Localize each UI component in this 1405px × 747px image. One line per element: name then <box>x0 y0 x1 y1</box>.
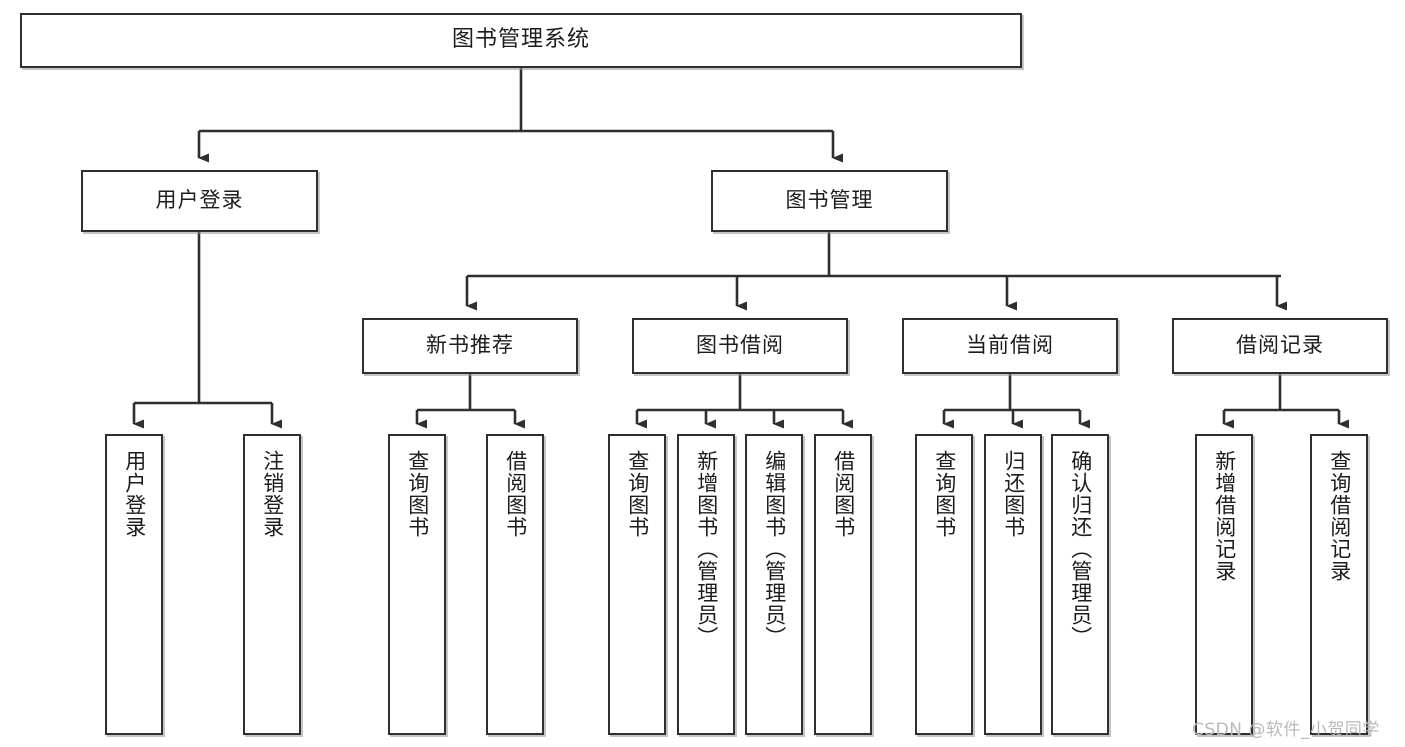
node-label: 图书管理系统 <box>451 27 590 53</box>
leaf-confirm-return-admin[interactable]: 确认归还（管理员） <box>1051 434 1109 735</box>
node-label: 借阅图书 <box>503 450 528 538</box>
leaf-query-book-borrow[interactable]: 查询图书 <box>608 434 666 735</box>
leaf-add-book-admin[interactable]: 新增图书（管理员） <box>677 434 735 735</box>
node-label: 查询图书 <box>405 450 430 538</box>
node-label: 查询图书 <box>932 450 957 538</box>
node-label: 图书借阅 <box>696 333 784 358</box>
leaf-query-book-current[interactable]: 查询图书 <box>915 434 973 735</box>
node-label: 用户登录 <box>122 450 147 538</box>
node-label: 当前借阅 <box>966 333 1054 358</box>
node-label: 用户登录 <box>155 188 244 213</box>
leaf-logout[interactable]: 注销登录 <box>243 434 301 735</box>
node-label: 查询借阅记录 <box>1327 450 1352 582</box>
node-label: 编辑图书（管理员） <box>762 450 787 648</box>
leaf-edit-book-admin[interactable]: 编辑图书（管理员） <box>745 434 803 735</box>
node-book-management[interactable]: 图书管理 <box>711 170 948 232</box>
node-label: 借阅记录 <box>1236 333 1324 358</box>
leaf-user-login[interactable]: 用户登录 <box>105 434 163 735</box>
node-book-borrow[interactable]: 图书借阅 <box>632 318 848 374</box>
node-label: 新书推荐 <box>426 333 514 358</box>
node-label: 确认归还（管理员） <box>1068 450 1093 648</box>
node-label: 注销登录 <box>260 450 285 538</box>
leaf-borrow-book[interactable]: 借阅图书 <box>814 434 872 735</box>
node-label: 图书管理 <box>785 188 874 213</box>
node-label: 新增借阅记录 <box>1212 450 1237 582</box>
leaf-query-book-newbook[interactable]: 查询图书 <box>388 434 446 735</box>
node-new-book-recommend[interactable]: 新书推荐 <box>362 318 578 374</box>
watermark: CSDN @软件_小贺同学 <box>1192 720 1380 740</box>
leaf-add-borrow-record[interactable]: 新增借阅记录 <box>1195 434 1253 735</box>
node-label: 查询图书 <box>625 450 650 538</box>
node-root-system[interactable]: 图书管理系统 <box>20 13 1022 68</box>
node-current-borrow[interactable]: 当前借阅 <box>902 318 1118 374</box>
leaf-query-borrow-record[interactable]: 查询借阅记录 <box>1310 434 1368 735</box>
node-user-login[interactable]: 用户登录 <box>81 170 318 232</box>
node-borrow-record[interactable]: 借阅记录 <box>1172 318 1388 374</box>
node-label: 新增图书（管理员） <box>694 450 719 648</box>
node-label: 归还图书 <box>1001 450 1026 538</box>
node-label: 借阅图书 <box>831 450 856 538</box>
leaf-return-book[interactable]: 归还图书 <box>984 434 1042 735</box>
leaf-borrow-book-newbook[interactable]: 借阅图书 <box>486 434 544 735</box>
